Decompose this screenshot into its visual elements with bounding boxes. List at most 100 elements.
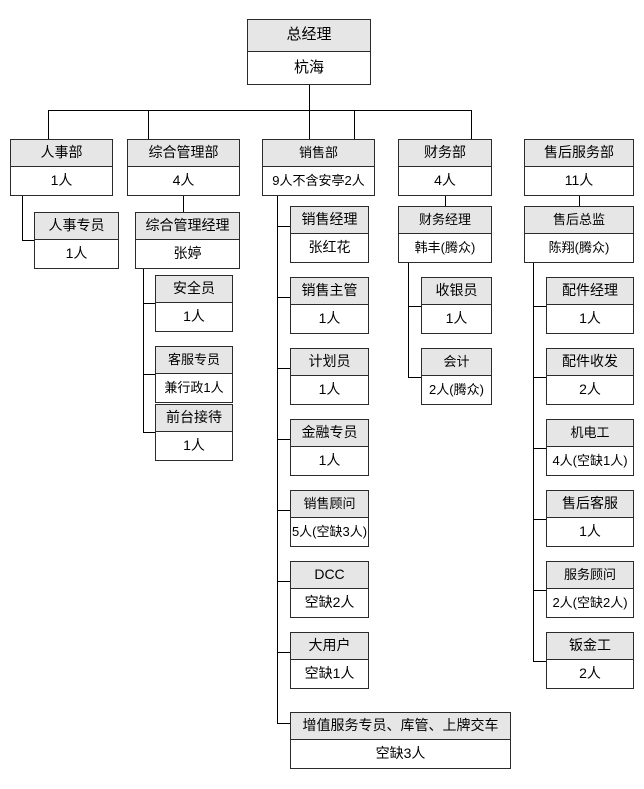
- node-value: 4人: [399, 167, 491, 195]
- connector-stub-sales-6: [277, 652, 290, 653]
- connector-stub-sales-3: [277, 439, 290, 440]
- node-title: 销售部: [263, 140, 374, 167]
- node-title: 安全员: [156, 276, 232, 303]
- connector-drop-sales: [309, 110, 310, 139]
- connector-stub-sales-1: [277, 297, 290, 298]
- node-department-sales[interactable]: 销售部 9人不含安亭2人: [262, 139, 375, 196]
- node-sales-consultant[interactable]: 销售顾问 5人(空缺3人): [290, 490, 369, 547]
- node-value: 陈翔(腾众): [525, 234, 633, 262]
- node-department-after-sales[interactable]: 售后服务部 11人: [524, 139, 634, 196]
- node-title: 综合管理经理: [136, 213, 239, 240]
- node-title: 销售经理: [291, 207, 368, 234]
- node-title: 大用户: [291, 633, 368, 660]
- node-value: 1人: [156, 432, 232, 460]
- node-title: 综合管理部: [128, 140, 239, 167]
- node-hr-specialist[interactable]: 人事专员 1人: [34, 212, 119, 269]
- node-title: 售后服务部: [525, 140, 633, 167]
- node-title: 配件经理: [547, 278, 633, 305]
- node-finance-manager[interactable]: 财务经理 韩丰(腾众): [398, 206, 492, 263]
- node-value: 1人: [547, 518, 633, 546]
- node-mechanic-electrician[interactable]: 机电工 4人(空缺1人): [546, 419, 634, 476]
- connector-spine-sales: [277, 196, 278, 723]
- node-value: 11人: [525, 167, 633, 195]
- node-value: 1人: [291, 376, 368, 404]
- connector-stub-after-sales-3: [533, 448, 546, 449]
- node-value: 4人: [128, 167, 239, 195]
- node-value: 1人: [291, 447, 368, 475]
- node-value: 2人(空缺2人): [547, 589, 633, 617]
- node-title: 金融专员: [291, 420, 368, 447]
- node-value: 张婷: [136, 240, 239, 268]
- connector-stub-general-admin-1: [143, 303, 155, 304]
- node-title: DCC: [291, 562, 368, 589]
- connector-stem-after-sales-director: [579, 196, 580, 206]
- node-after-sales-director[interactable]: 售后总监 陈翔(腾众): [524, 206, 634, 263]
- node-cashier[interactable]: 收银员 1人: [421, 277, 492, 334]
- node-title: 人事部: [11, 140, 112, 167]
- node-value: 空缺3人: [291, 740, 510, 768]
- node-front-desk[interactable]: 前台接待 1人: [155, 404, 233, 461]
- node-value: 2人: [547, 376, 633, 404]
- node-value: 1人: [156, 303, 232, 331]
- node-department-finance[interactable]: 财务部 4人: [398, 139, 492, 196]
- node-title: 销售主管: [291, 278, 368, 305]
- node-value: 1人: [291, 305, 368, 333]
- node-title: 售后总监: [525, 207, 633, 234]
- connector-drop-general-admin: [148, 110, 149, 139]
- node-service-advisor[interactable]: 服务顾问 2人(空缺2人): [546, 561, 634, 618]
- node-after-sales-customer-service[interactable]: 售后客服 1人: [546, 490, 634, 547]
- node-value: 9人不含安亭2人: [263, 167, 374, 195]
- node-value: 2人(腾众): [422, 376, 491, 404]
- connector-stub-general-admin-2: [143, 374, 155, 375]
- node-dcc[interactable]: DCC 空缺2人: [290, 561, 369, 618]
- connector-stub-sales-0: [277, 226, 290, 227]
- node-parts-dispatch[interactable]: 配件收发 2人: [546, 348, 634, 405]
- connector-spine-finance: [408, 263, 409, 377]
- connector-drop-after-sales: [471, 110, 472, 139]
- node-safety-officer[interactable]: 安全员 1人: [155, 275, 233, 332]
- connector-spine-general-admin: [143, 269, 144, 432]
- node-sheet-metal-worker[interactable]: 钣金工 2人: [546, 632, 634, 689]
- node-parts-manager[interactable]: 配件经理 1人: [546, 277, 634, 334]
- node-title: 收银员: [422, 278, 491, 305]
- node-value: 空缺1人: [291, 660, 368, 688]
- connector-stub-after-sales-5: [533, 590, 546, 591]
- connector-drop-finance: [354, 110, 355, 139]
- node-title: 机电工: [547, 420, 633, 447]
- connector-stub-finance-1: [408, 306, 421, 307]
- node-value: 空缺2人: [291, 589, 368, 617]
- node-general-admin-manager[interactable]: 综合管理经理 张婷: [135, 212, 240, 269]
- node-department-general-admin[interactable]: 综合管理部 4人: [127, 139, 240, 196]
- node-root[interactable]: 总经理 杭海: [247, 19, 371, 85]
- connector-stem-finance-manager: [445, 196, 446, 206]
- connector-stub-sales-5: [277, 581, 290, 582]
- node-value: 张红花: [291, 234, 368, 262]
- node-value: 兼行政1人: [156, 374, 232, 402]
- node-title: 售后客服: [547, 491, 633, 518]
- connector-stem-general-admin-manager: [183, 196, 184, 212]
- connector-stub-general-admin-3: [143, 432, 155, 433]
- connector-stub-hr-0: [22, 240, 34, 241]
- node-title: 财务经理: [399, 207, 491, 234]
- node-finance-specialist[interactable]: 金融专员 1人: [290, 419, 369, 476]
- node-value: 5人(空缺3人): [291, 518, 368, 546]
- node-sales-supervisor[interactable]: 销售主管 1人: [290, 277, 369, 334]
- node-title: 计划员: [291, 349, 368, 376]
- connector-stub-after-sales-2: [533, 377, 546, 378]
- node-department-hr[interactable]: 人事部 1人: [10, 139, 113, 196]
- node-planner[interactable]: 计划员 1人: [290, 348, 369, 405]
- connector-stub-sales-7: [277, 723, 290, 724]
- node-key-account[interactable]: 大用户 空缺1人: [290, 632, 369, 689]
- node-value: 1人: [547, 305, 633, 333]
- connector-spine-hr: [22, 196, 23, 240]
- node-customer-service-specialist[interactable]: 客服专员 兼行政1人: [155, 346, 233, 403]
- node-value-added-services[interactable]: 增值服务专员、库管、上牌交车 空缺3人: [290, 712, 511, 769]
- node-sales-manager[interactable]: 销售经理 张红花: [290, 206, 369, 263]
- node-accountant[interactable]: 会计 2人(腾众): [421, 348, 492, 405]
- connector-spine-after-sales: [533, 263, 534, 661]
- node-title: 服务顾问: [547, 562, 633, 589]
- connector-drop-hr: [48, 110, 49, 139]
- node-title: 总经理: [248, 20, 370, 52]
- connector-stub-after-sales-6: [533, 661, 546, 662]
